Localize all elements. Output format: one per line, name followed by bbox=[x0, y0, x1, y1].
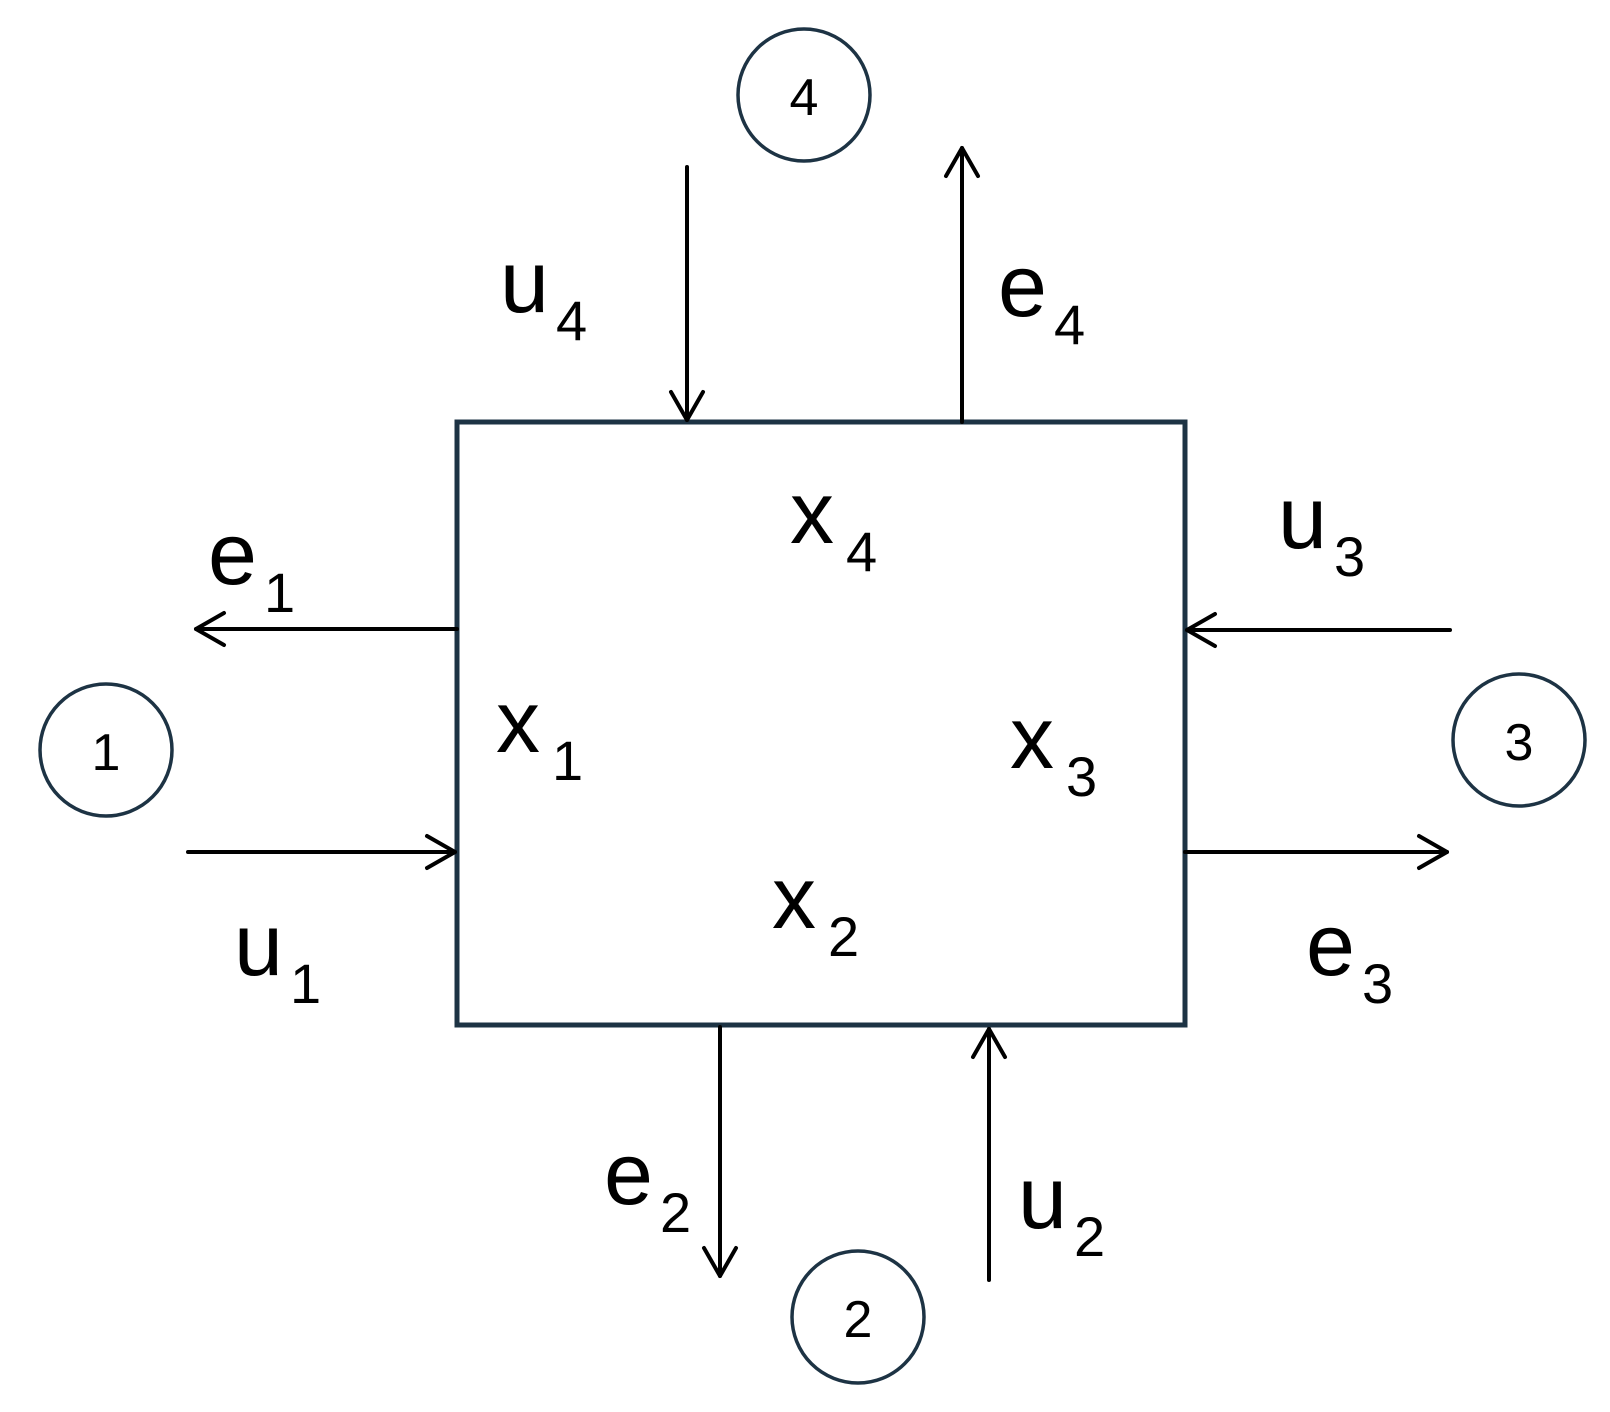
label-x4-sub: 4 bbox=[846, 520, 877, 583]
arrow-u3 bbox=[1185, 612, 1452, 648]
label-u4: u 4 bbox=[500, 232, 587, 352]
label-x2-base: x bbox=[772, 848, 816, 947]
label-u3-base: u bbox=[1278, 468, 1327, 567]
label-e3-sub: 3 bbox=[1362, 952, 1393, 1015]
port-3: 3 bbox=[1451, 672, 1587, 808]
label-x2-sub: 2 bbox=[828, 905, 859, 968]
arrow-u2 bbox=[971, 1027, 1007, 1282]
port-4: 4 bbox=[736, 27, 872, 163]
label-x3: x 3 bbox=[1010, 688, 1097, 808]
arrow-e2 bbox=[702, 1025, 738, 1278]
label-x2: x 2 bbox=[772, 848, 859, 968]
label-u2-base: u bbox=[1018, 1148, 1067, 1247]
arrow-e1 bbox=[194, 611, 459, 647]
label-e2: e 2 bbox=[604, 1124, 691, 1244]
label-e1-base: e bbox=[208, 504, 257, 603]
label-x4-base: x bbox=[790, 463, 834, 562]
label-x1: x 1 bbox=[496, 672, 583, 792]
label-u4-sub: 4 bbox=[556, 289, 587, 352]
label-u1: u 1 bbox=[234, 895, 321, 1015]
label-u3-sub: 3 bbox=[1334, 525, 1365, 588]
arrow-u4 bbox=[669, 165, 705, 422]
arrow-e4 bbox=[944, 146, 980, 424]
label-x1-sub: 1 bbox=[552, 729, 583, 792]
label-u1-sub: 1 bbox=[290, 952, 321, 1015]
label-x1-base: x bbox=[496, 672, 540, 771]
port-3-label: 3 bbox=[1505, 714, 1534, 772]
label-e1: e 1 bbox=[208, 504, 295, 624]
label-e4: e 4 bbox=[998, 236, 1085, 356]
label-e3: e 3 bbox=[1306, 895, 1393, 1015]
label-u2: u 2 bbox=[1018, 1148, 1105, 1268]
label-x3-sub: 3 bbox=[1066, 745, 1097, 808]
label-u2-sub: 2 bbox=[1074, 1205, 1105, 1268]
port-2: 2 bbox=[790, 1249, 926, 1385]
port-2-label: 2 bbox=[844, 1291, 873, 1349]
label-e4-sub: 4 bbox=[1054, 293, 1085, 356]
port-4-label: 4 bbox=[790, 69, 819, 127]
label-e4-base: e bbox=[998, 236, 1047, 335]
arrow-u1 bbox=[186, 834, 457, 870]
label-e1-sub: 1 bbox=[264, 561, 295, 624]
label-u3: u 3 bbox=[1278, 468, 1365, 588]
label-x4: x 4 bbox=[790, 463, 877, 583]
label-e2-sub: 2 bbox=[660, 1181, 691, 1244]
label-x3-base: x bbox=[1010, 688, 1054, 787]
label-u4-base: u bbox=[500, 232, 549, 331]
label-e2-base: e bbox=[604, 1124, 653, 1223]
label-e3-base: e bbox=[1306, 895, 1355, 994]
port-1-label: 1 bbox=[92, 724, 121, 782]
label-u1-base: u bbox=[234, 895, 283, 994]
system-block bbox=[454, 419, 1188, 1028]
port-1: 1 bbox=[38, 682, 174, 818]
arrow-e3 bbox=[1183, 834, 1449, 870]
